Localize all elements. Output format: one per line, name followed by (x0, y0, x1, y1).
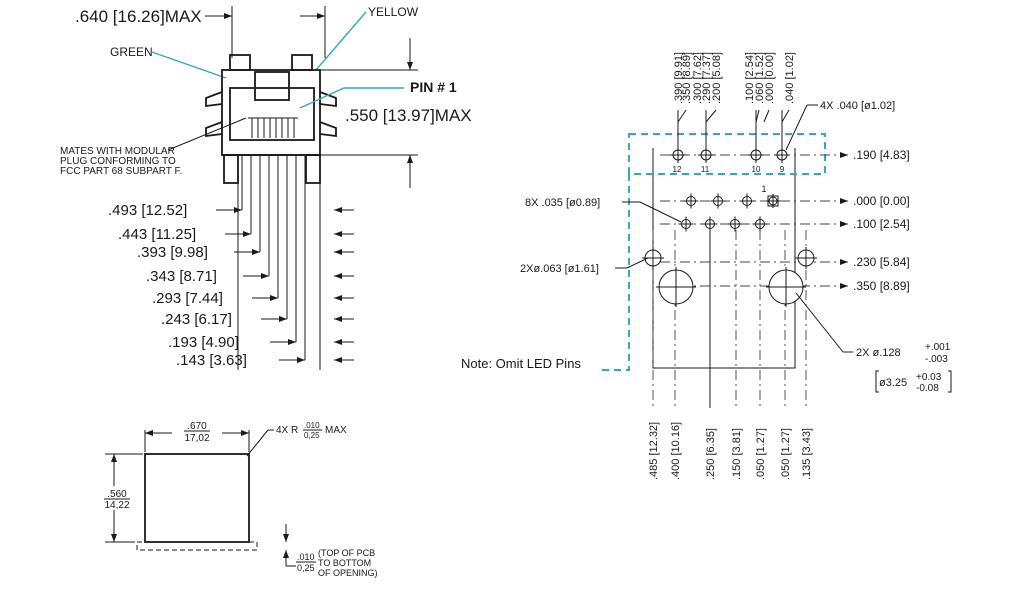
bottom-dim-label: .050 [1.27] (755, 428, 767, 480)
side-tab-right-bottom (319, 121, 337, 138)
pcb-footprint-outline (652, 148, 796, 369)
mates-leader (167, 117, 247, 151)
top-dim-label: .350 [8.89] (681, 52, 693, 104)
row-dim-label: .350 [8.89] (853, 279, 910, 293)
mates-note-line3: FCC PART 68 SUBPART F. (60, 166, 182, 177)
pin-dim-label: .343 [8.71] (146, 268, 217, 285)
top-dim-label: .000 [0.00] (764, 52, 776, 104)
green-leader (151, 51, 227, 79)
mount-metric: ø3.25 (879, 377, 907, 389)
latch-window (254, 71, 290, 101)
pin-dim-label: .393 [9.98] (137, 244, 208, 261)
pcb-note-line2: TO BOTTOM (318, 558, 371, 568)
side-tab-left-bottom (205, 121, 223, 138)
width-arrowhead-left (224, 13, 232, 19)
pcb-gap-in: .010 (297, 552, 315, 562)
led-hole-callout: 4X .040 [ø1.02] (820, 100, 895, 112)
omit-led-note: Note: Omit LED Pins (461, 356, 581, 371)
row-dim-label: .190 [4.83] (853, 148, 910, 162)
led-tab-right (291, 54, 313, 71)
row-dim-label: .100 [2.54] (853, 217, 910, 231)
pin1-label: PIN # 1 (410, 79, 457, 95)
pin-dim-label: .493 [12.52] (108, 202, 187, 219)
bottom-dim-label: .050 [1.27] (780, 428, 792, 480)
bottom-dim-label: .400 [10.16] (670, 422, 682, 480)
pin1-leader (299, 87, 404, 109)
mount-tol-minus: -.003 (925, 354, 948, 365)
yellow-leader (315, 11, 367, 71)
pcb-note-line3: OF OPENING) (318, 568, 378, 578)
top-dim-label: .300 [7.62] (692, 52, 704, 104)
led-omit-region (628, 133, 826, 175)
top-dim-label: .040 [1.02] (784, 52, 796, 104)
pcb-layout-view: Note: Omit LED Pins .390 [9.91].350 [8.8… (461, 52, 952, 480)
bottom-dim-label: .250 [6.35] (705, 428, 717, 480)
cutout-width-in: .670 (187, 421, 207, 432)
cutout-height-in: .560 (107, 489, 127, 500)
front-pin-dimensions: .493 [12.52] .443 [11.25].393 [9.98] .343 … (108, 155, 354, 370)
pin1-number: 1 (761, 184, 766, 194)
top-dim-label: .390 [9.91] (673, 52, 685, 104)
row-dim-label: .000 [0.00] (853, 194, 910, 208)
pcb-gap-mm: 0,25 (297, 563, 315, 573)
led-note-leader (600, 174, 630, 371)
side-tab-right-top (319, 91, 337, 108)
cutout-height-mm: 14,22 (104, 500, 129, 511)
cutout-outline (144, 453, 250, 543)
led-tab-left (229, 54, 251, 71)
width-max-dim: .640 [16.26]MAX (75, 7, 202, 26)
pin-dim-label: .243 [6.17] (161, 311, 232, 328)
pin-dim-label: .143 [3.63] (176, 352, 247, 369)
front-view: .640 [16.26]MAX YELLOW GREEN (60, 5, 472, 370)
top-dim-label: .290 [7.37] (701, 52, 713, 104)
led-num-12: 12 (673, 165, 682, 174)
bottom-dim-label: .485 [12.32] (648, 422, 660, 480)
radius-prefix: 4X R (276, 425, 298, 436)
side-tab-left-top (205, 91, 223, 108)
pin-dim-label: .443 [11.25] (118, 226, 196, 243)
height-max-dim: .550 [13.97]MAX (345, 106, 472, 125)
pin-dim-label: .293 [7.44] (152, 290, 223, 307)
mount-tol-plus: +.001 (925, 342, 951, 353)
pcb-note-line1: (TOP OF PCB (318, 548, 375, 558)
plug-opening (229, 87, 315, 141)
boss-hole-callout: 2Xø.063 [ø1.61] (520, 263, 599, 275)
led-num-9: 9 (780, 165, 785, 174)
pcb-holes (642, 147, 817, 307)
contact-fingers (248, 117, 298, 138)
pcb-dimension-lines: .390 [9.91].350 [8.89].300 [7.62].290 [7… (648, 52, 910, 480)
mount-metric-minus: -0.08 (916, 383, 939, 394)
panel-cutout-view: .670 17,02 4X R .010 0,25 MAX .560 14,22… (100, 418, 378, 578)
boss-right (305, 154, 321, 184)
boss-left (223, 154, 239, 184)
top-dim-label: .100 [2.54] (744, 52, 756, 104)
radius-in: .010 (304, 421, 320, 430)
led-num-10: 10 (752, 165, 761, 174)
led-num-11: 11 (701, 165, 710, 174)
mount-hole-callout: 2X ø.128 (856, 347, 901, 359)
mount-metric-plus: +0.03 (916, 372, 942, 383)
row-dim-label: .230 [5.84] (853, 255, 910, 269)
bottom-dim-label: .150 [3.81] (731, 428, 743, 480)
yellow-label: YELLOW (368, 5, 419, 19)
cutout-width-mm: 17,02 (184, 433, 209, 444)
signal-hole-callout: 8X .035 [ø0.89] (525, 197, 600, 209)
mates-note-line1: MATES WITH MODULAR (60, 146, 175, 157)
bottom-dim-label: .135 [3.43] (801, 428, 813, 480)
top-dim-label: .060 [1.52] (754, 52, 766, 104)
pin-dim-label: .193 [4.90] (168, 334, 239, 351)
radius-mm: 0,25 (304, 431, 320, 440)
top-dim-label: .200 [5.08] (711, 52, 723, 104)
radius-suffix: MAX (325, 425, 347, 436)
green-label: GREEN (110, 45, 153, 59)
pcb-outline (136, 541, 258, 551)
connector-body (221, 69, 321, 156)
width-arrowhead-right (317, 13, 325, 19)
mates-note-line2: PLUG CONFORMING TO (60, 156, 176, 167)
